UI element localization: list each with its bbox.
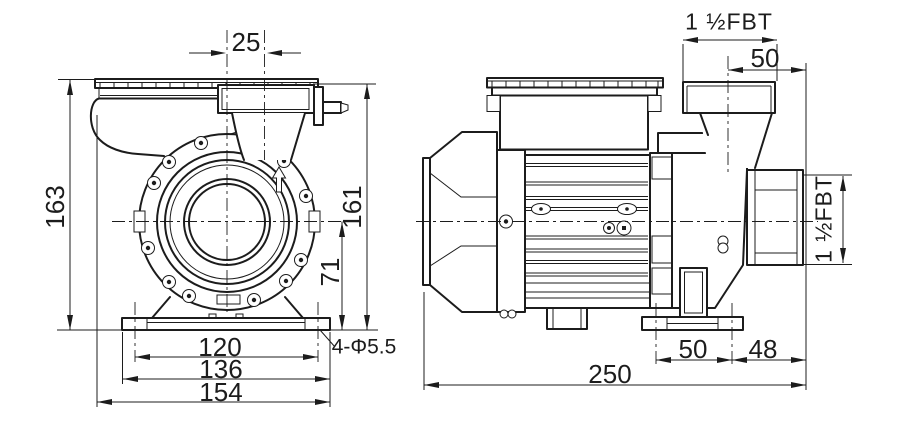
side-view-drawing	[422, 77, 804, 331]
dim-label-suction-port-size: 1 ½FBT	[810, 175, 837, 263]
side-extension-lines	[423, 44, 852, 390]
note-label-mount-holes: 4-Φ5.5	[331, 335, 397, 359]
pump-foot	[641, 267, 744, 331]
dim-label-base-inner: 136	[199, 354, 243, 384]
dimension-layer	[57, 30, 852, 407]
front-left-bulge	[89, 97, 165, 157]
side-dimension-lines	[424, 39, 844, 386]
front-extension-lines	[57, 79, 378, 407]
side-discharge-neck	[699, 112, 773, 169]
dim-label-bolt-span: 120	[198, 332, 242, 362]
dim-label-overall-length: 250	[588, 359, 632, 389]
dimension-arrows	[67, 37, 846, 405]
shaft-cap	[313, 86, 324, 126]
dim-label-port-height: 161	[337, 185, 367, 229]
side-centerlines	[416, 56, 818, 365]
front-view-drawing	[89, 78, 349, 331]
drain-plug	[216, 294, 241, 305]
front-dimension-lines	[69, 52, 368, 403]
pump-bracket	[649, 152, 673, 309]
fan-cover	[422, 131, 498, 313]
cooling-ribs	[525, 163, 650, 299]
dim-label-center-height: 71	[315, 257, 345, 287]
dim-label-foot-span: 50	[678, 334, 708, 364]
discharge-neck	[231, 112, 306, 161]
dim-label-base-overall: 154	[199, 377, 243, 407]
dim-label-discharge-port-size: 1 ½FBT	[685, 8, 773, 35]
motor-end-bell	[496, 149, 526, 313]
dim-label-overall-height: 163	[40, 185, 70, 229]
front-base-plate	[121, 313, 331, 331]
motor-shaft	[322, 101, 342, 114]
front-motor-top-edge	[98, 88, 218, 99]
dim-label-foot-to-end: 48	[748, 334, 778, 364]
dim-label-discharge-offset: 50	[750, 43, 780, 73]
front-centerlines	[112, 30, 358, 362]
housing-bolts	[141, 136, 313, 307]
discharge-flange	[682, 81, 776, 114]
motor-body	[524, 154, 651, 309]
drip-leg	[546, 307, 588, 330]
flow-direction-arrow-icon	[271, 166, 287, 193]
dim-label-port-offset: 25	[231, 27, 261, 57]
suction-port	[746, 169, 804, 266]
terminal-box	[486, 77, 664, 151]
pedestal-legs	[151, 296, 304, 319]
pump-casing	[657, 81, 804, 309]
